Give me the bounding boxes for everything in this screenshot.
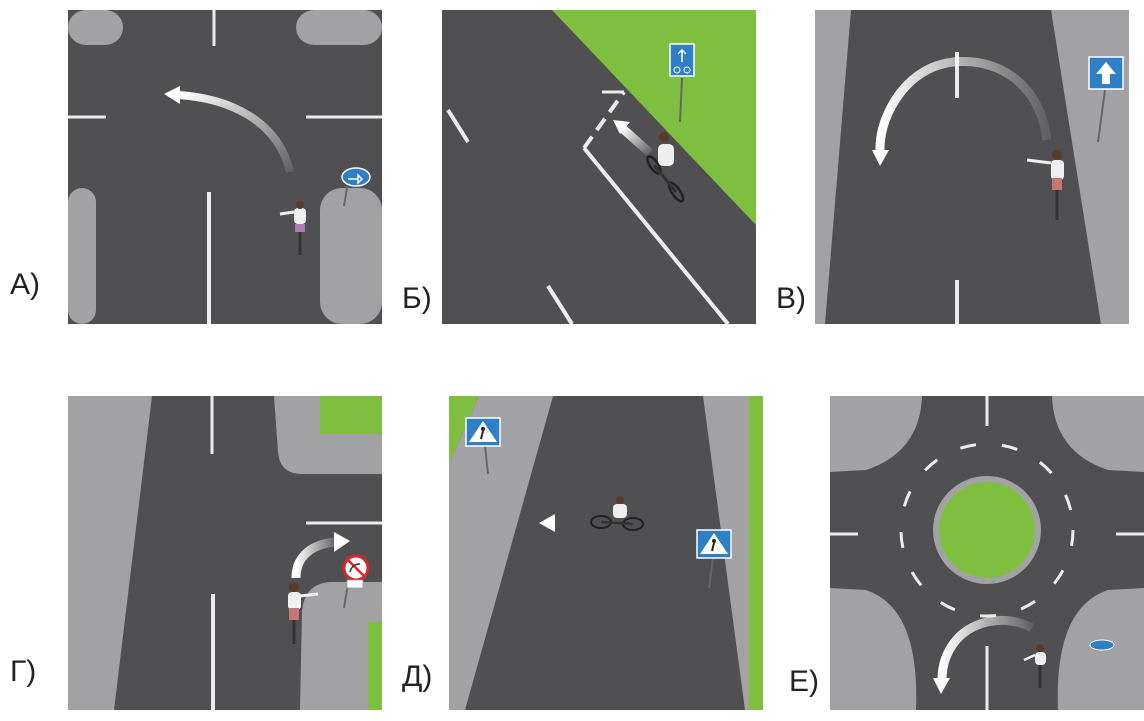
cyclist-icon bbox=[1023, 644, 1046, 688]
one-way-sign-icon bbox=[1088, 56, 1124, 143]
scene-label-c: В) bbox=[776, 282, 806, 315]
cyclist-icon bbox=[646, 132, 685, 203]
right-turn-arrow-icon bbox=[291, 532, 350, 579]
straight-arrow-icon bbox=[539, 514, 589, 532]
u-turn-arrow-icon bbox=[933, 615, 1035, 694]
scene-label-d: Г) bbox=[10, 655, 37, 688]
cyclist-icon bbox=[590, 496, 644, 531]
scene-label-e: Д) bbox=[402, 660, 433, 693]
scene-a[interactable] bbox=[68, 10, 382, 324]
scene-c[interactable] bbox=[815, 10, 1129, 324]
bicycle-lane-sign-icon bbox=[669, 43, 695, 123]
scene-d[interactable] bbox=[68, 396, 382, 710]
scene-b[interactable] bbox=[442, 10, 756, 324]
scene-label-a: А) bbox=[10, 268, 40, 301]
scene-label-b: Б) bbox=[402, 282, 432, 315]
direction-sign-icon bbox=[341, 167, 371, 207]
scene-label-f: Е) bbox=[789, 665, 819, 698]
straight-arrow-icon bbox=[613, 120, 653, 157]
cyclist-icon bbox=[279, 201, 306, 255]
cyclist-icon bbox=[288, 582, 319, 644]
roundabout-island-icon bbox=[1089, 639, 1115, 651]
left-turn-arrow-icon bbox=[164, 86, 294, 173]
scene-e[interactable] bbox=[449, 396, 763, 710]
cyclist-icon bbox=[1026, 150, 1064, 220]
u-turn-arrow-icon bbox=[872, 56, 1052, 166]
pedestrian-crossing-sign-icon bbox=[465, 417, 501, 475]
no-right-turn-sign-icon bbox=[342, 554, 370, 609]
pedestrian-crossing-sign-icon bbox=[696, 529, 732, 589]
scene-f[interactable] bbox=[830, 396, 1144, 710]
